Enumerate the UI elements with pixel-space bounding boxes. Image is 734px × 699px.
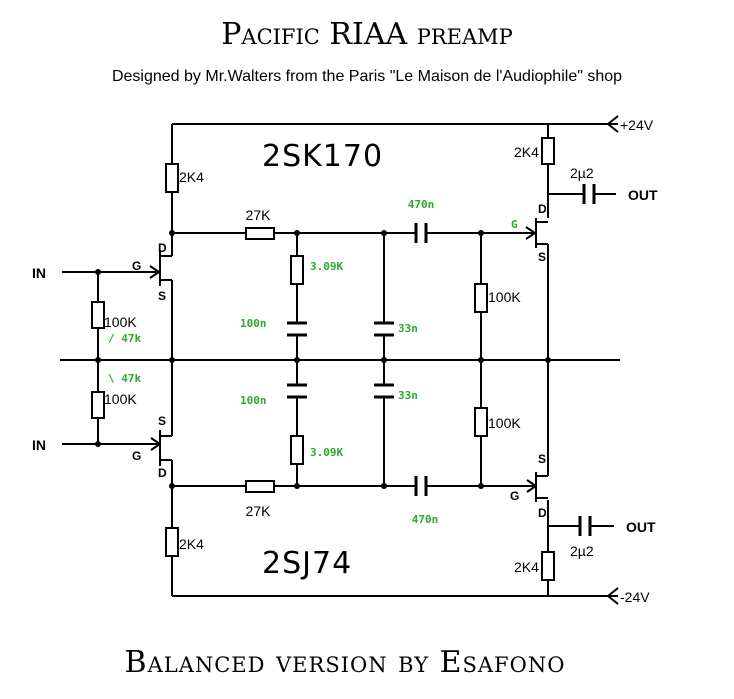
top-gate-bias-label: 100K [488, 289, 521, 305]
junction-dot [169, 357, 175, 363]
top-series-resistor-label: 27K [246, 207, 272, 223]
top-left-drain-label: 2K4 [179, 169, 204, 185]
bottom-output-label: OUT [626, 519, 656, 535]
bottom-left-jfet-pin-g: G [132, 449, 141, 463]
bottom-right-jfet [526, 360, 549, 502]
bottom-left-jfet-arrow-icon [150, 437, 161, 451]
bottom-rc-cap-label: 100n [240, 394, 267, 407]
top-rc-resistor [290, 255, 304, 285]
bottom-gate-bias-label: 100K [488, 415, 521, 431]
top-rc-cap-label: 100n [240, 317, 267, 330]
bottom-left-drain-label: 2K4 [179, 536, 204, 552]
top-right-drain-resistor [541, 137, 555, 165]
top-coupling-cap-label: 470n [408, 198, 435, 211]
bottom-gate-bias-resistor [474, 407, 488, 437]
top-supply-label: +24V [620, 117, 654, 133]
top-right-jfet-pin-d: D [538, 202, 547, 216]
top-left-jfet-pin-d: D [158, 241, 167, 255]
top-half-circuit: G D S IN 100K / 47k 27K 3.09K 100n 33n [32, 115, 658, 360]
top-left-drain-resistor [165, 163, 179, 193]
bottom-rc-resistor-label: 3.09K [310, 446, 343, 459]
top-right-drain-label: 2K4 [514, 144, 539, 160]
bottom-input-resistor-label: 100K [104, 391, 137, 407]
junction-dot [294, 483, 300, 489]
top-input-resistor-alt: / 47k [108, 332, 141, 345]
top-left-jfet [62, 233, 173, 360]
top-right-jfet-pin-s: S [538, 250, 546, 264]
bottom-output-cap-label: 2µ2 [570, 543, 594, 559]
top-shunt-cap-label: 33n [398, 322, 418, 335]
bottom-input-label: IN [32, 437, 46, 453]
top-left-jfet-pin-g: G [132, 259, 141, 273]
bottom-right-drain-resistor [541, 551, 555, 581]
bottom-part-label: 2SJ74 [262, 546, 352, 581]
junction-dot [478, 357, 484, 363]
junction-dot [169, 230, 175, 236]
top-series-resistor [245, 227, 275, 240]
top-right-jfet [525, 218, 549, 360]
junction-dot [294, 230, 300, 236]
bottom-right-jfet-arrow-icon [526, 479, 537, 493]
top-right-jfet-pin-g: G [511, 218, 518, 231]
bottom-right-jfet-pin-s: S [538, 452, 546, 466]
junction-dot [478, 483, 484, 489]
bottom-left-jfet-pin-d: D [158, 466, 167, 480]
bottom-series-resistor-label: 27K [246, 503, 272, 519]
junction-dots [95, 230, 551, 489]
bottom-half-circuit: G D S IN 100K \ 47k 27K 3.09K 100n 33n 4… [32, 360, 656, 605]
junction-dot [95, 269, 101, 275]
top-input-label: IN [32, 265, 46, 281]
bottom-input-resistor [91, 391, 105, 419]
junction-dot [381, 230, 387, 236]
bottom-coupling-cap-label: 470n [412, 513, 439, 526]
junction-dot [381, 357, 387, 363]
junction-dot [294, 357, 300, 363]
top-output-cap-label: 2µ2 [570, 165, 594, 181]
top-gate-bias-resistor [474, 283, 488, 313]
top-left-jfet-pin-s: S [158, 289, 166, 303]
top-input-resistor-label: 100K [104, 314, 137, 330]
junction-dot [381, 483, 387, 489]
top-right-jfet-arrow-icon [525, 226, 537, 240]
bottom-right-drain-label: 2K4 [514, 559, 539, 575]
top-rc-resistor-label: 3.09K [310, 260, 343, 273]
bottom-shunt-cap-label: 33n [398, 389, 418, 402]
bottom-supply-arrow [606, 587, 619, 605]
bottom-left-jfet [62, 360, 173, 486]
junction-dot [95, 357, 101, 363]
top-part-label: 2SK170 [262, 139, 383, 174]
subtitle: Designed by Mr.Walters from the Paris "L… [112, 68, 622, 85]
bottom-left-drain-resistor [165, 527, 179, 557]
junction-dot [95, 441, 101, 447]
footer: Balanced version by Esafono [125, 645, 566, 680]
junction-dot [478, 230, 484, 236]
bottom-right-jfet-pin-g: G [510, 489, 519, 503]
top-output-label: OUT [628, 187, 658, 203]
bottom-right-jfet-pin-d: D [538, 506, 547, 520]
bottom-rc-resistor [290, 435, 304, 465]
junction-dot [545, 357, 551, 363]
bottom-left-jfet-pin-s: S [158, 414, 166, 428]
bottom-series-resistor [245, 480, 275, 493]
top-left-jfet-arrow-icon [149, 265, 161, 279]
junction-dot [169, 483, 175, 489]
top-input-resistor [91, 301, 105, 329]
bottom-supply-label: -24V [620, 589, 650, 605]
title: Pacific RIAA preamp [221, 17, 513, 52]
bottom-input-resistor-alt: \ 47k [108, 372, 141, 385]
